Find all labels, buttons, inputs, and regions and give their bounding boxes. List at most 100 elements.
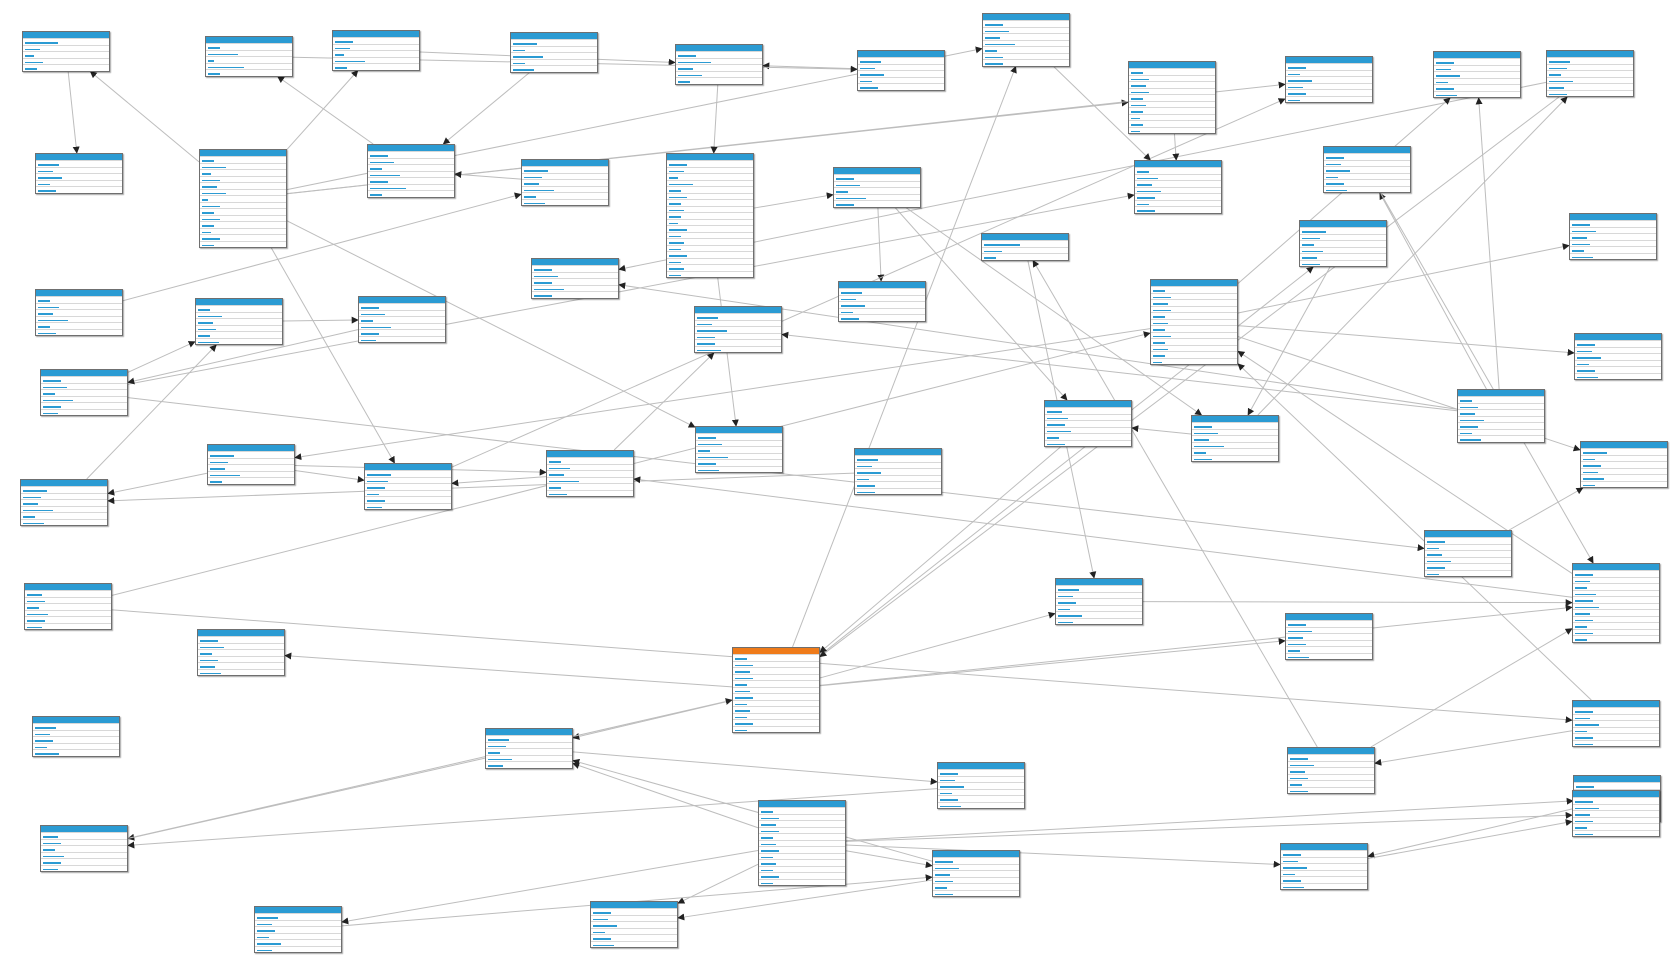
node-state-row[interactable] <box>591 914 677 922</box>
node-state-row[interactable] <box>1281 850 1367 857</box>
node-state-row[interactable] <box>1286 626 1372 634</box>
network-node[interactable] <box>40 825 128 872</box>
node-state-row[interactable] <box>938 782 1024 789</box>
node-state-row[interactable] <box>1575 366 1661 373</box>
node-state-row[interactable] <box>547 470 633 477</box>
node-state-row[interactable] <box>368 177 454 184</box>
node-state-row[interactable] <box>33 723 119 730</box>
network-node[interactable] <box>1128 61 1216 134</box>
node-state-row[interactable] <box>759 833 845 840</box>
node-state-row[interactable] <box>834 187 920 194</box>
network-node[interactable] <box>32 716 120 757</box>
node-state-row[interactable] <box>1286 76 1372 83</box>
node-state-row[interactable] <box>733 673 819 681</box>
node-state-row[interactable] <box>547 476 633 484</box>
node-state-row[interactable] <box>696 439 782 447</box>
node-state-row[interactable] <box>1573 576 1659 584</box>
node-state-row[interactable] <box>23 38 109 45</box>
node-state-row[interactable] <box>1045 420 1131 427</box>
node-state-row[interactable] <box>1434 84 1520 91</box>
node-state-row[interactable] <box>23 57 109 65</box>
node-state-row[interactable] <box>667 238 753 245</box>
node-state-row[interactable] <box>1151 305 1237 313</box>
node-state-row[interactable] <box>206 69 292 76</box>
node-state-row[interactable] <box>208 477 294 484</box>
network-node[interactable] <box>675 44 763 85</box>
node-state-row[interactable] <box>368 190 454 197</box>
node-state-row[interactable] <box>1434 58 1520 65</box>
network-node[interactable] <box>1569 213 1657 260</box>
node-state-row[interactable] <box>1573 829 1659 837</box>
node-state-row[interactable] <box>591 927 677 935</box>
node-state-row[interactable] <box>667 264 753 271</box>
network-node[interactable] <box>510 32 598 73</box>
node-state-row[interactable] <box>983 39 1069 47</box>
node-state-row[interactable] <box>41 389 127 396</box>
node-state-row[interactable] <box>41 408 127 416</box>
node-state-row[interactable] <box>359 335 445 343</box>
network-node[interactable] <box>758 800 846 886</box>
node-state-row[interactable] <box>1573 609 1659 616</box>
node-state-row[interactable] <box>855 481 941 488</box>
network-node[interactable] <box>1150 279 1238 365</box>
node-state-row[interactable] <box>1300 246 1386 254</box>
node-state-row[interactable] <box>1288 780 1374 787</box>
node-state-row[interactable] <box>1458 415 1544 423</box>
node-state-row[interactable] <box>368 151 454 158</box>
node-state-row[interactable] <box>759 826 845 834</box>
node-state-row[interactable] <box>1573 816 1659 824</box>
node-state-row[interactable] <box>759 846 845 853</box>
node-state-row[interactable] <box>839 307 925 315</box>
node-state-row[interactable] <box>486 748 572 755</box>
node-state-row[interactable] <box>333 37 419 44</box>
node-state-row[interactable] <box>591 934 677 941</box>
node-state-row[interactable] <box>667 257 753 265</box>
node-state-row[interactable] <box>1129 94 1215 101</box>
node-state-row[interactable] <box>1324 166 1410 173</box>
network-node[interactable] <box>732 647 820 733</box>
node-state-row[interactable] <box>41 864 127 872</box>
node-state-row[interactable] <box>23 51 109 58</box>
node-state-row[interactable] <box>1281 869 1367 877</box>
node-state-row[interactable] <box>1135 193 1221 200</box>
node-state-row[interactable] <box>1573 810 1659 817</box>
network-node[interactable] <box>937 762 1025 809</box>
node-state-row[interactable] <box>36 328 122 336</box>
node-state-row[interactable] <box>255 913 341 920</box>
node-state-row[interactable] <box>41 376 127 383</box>
node-state-row[interactable] <box>547 489 633 497</box>
network-node[interactable] <box>197 629 285 676</box>
node-state-row[interactable] <box>200 221 286 228</box>
network-node[interactable] <box>199 149 287 248</box>
node-state-row[interactable] <box>21 492 107 500</box>
node-state-row[interactable] <box>1129 87 1215 95</box>
node-state-row[interactable] <box>759 807 845 814</box>
node-state-row[interactable] <box>1573 635 1659 642</box>
node-state-row[interactable] <box>667 160 753 167</box>
node-state-row[interactable] <box>1570 220 1656 227</box>
node-state-row[interactable] <box>41 832 127 839</box>
network-node[interactable] <box>1285 56 1373 103</box>
node-state-row[interactable] <box>196 305 282 312</box>
node-state-row[interactable] <box>855 461 941 469</box>
network-node[interactable] <box>367 144 455 198</box>
node-state-row[interactable] <box>676 51 762 58</box>
node-state-row[interactable] <box>1458 396 1544 403</box>
node-state-row[interactable] <box>1458 435 1544 442</box>
node-state-row[interactable] <box>36 179 122 187</box>
node-state-row[interactable] <box>696 446 782 453</box>
node-state-row[interactable] <box>1151 331 1237 339</box>
node-state-row[interactable] <box>1056 604 1142 612</box>
node-state-row[interactable] <box>695 339 781 346</box>
node-state-row[interactable] <box>667 192 753 200</box>
node-state-row[interactable] <box>938 788 1024 796</box>
node-state-row[interactable] <box>938 769 1024 776</box>
node-state-row[interactable] <box>333 43 419 51</box>
node-state-row[interactable] <box>933 876 1019 884</box>
node-state-row[interactable] <box>733 699 819 707</box>
node-state-row[interactable] <box>667 231 753 239</box>
node-state-row[interactable] <box>1045 433 1131 440</box>
node-state-row[interactable] <box>33 736 119 743</box>
node-state-row[interactable] <box>41 851 127 859</box>
